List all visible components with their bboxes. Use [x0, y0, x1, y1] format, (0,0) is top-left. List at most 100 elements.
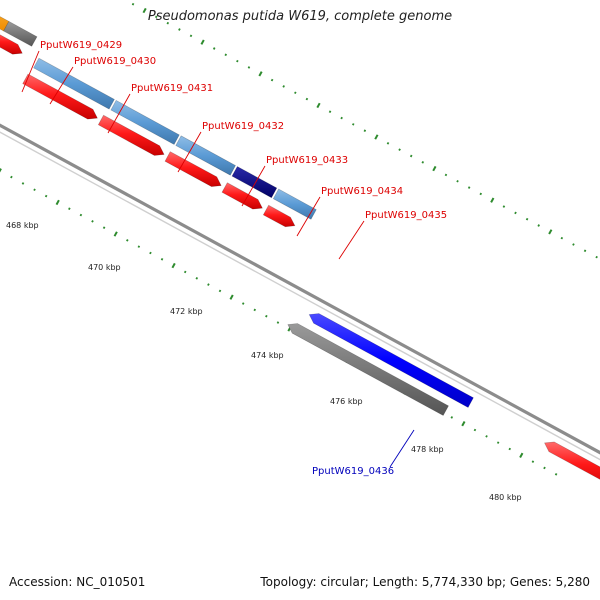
feature-red-b[interactable]	[0, 32, 23, 55]
gene-label-pputw619_0429[interactable]: PputW619_0429	[40, 40, 122, 51]
gene-labels: PputW619_0429PputW619_0430PputW619_0431P…	[21, 40, 447, 477]
gene-label-pputw619_0431[interactable]: PputW619_0431	[131, 83, 213, 94]
ruler-tick	[560, 236, 564, 240]
genome-backbone	[0, 123, 600, 461]
ruler-label: 474 kbp	[251, 351, 284, 360]
feature-steel-0433[interactable]	[175, 135, 236, 176]
gene-label-pputw619_0434[interactable]: PputW619_0434	[321, 186, 403, 197]
ruler-tick	[467, 186, 471, 189]
feature-navy-0434[interactable]	[231, 166, 278, 199]
ruler-tick	[10, 175, 13, 179]
feature-red-0431[interactable]	[22, 73, 98, 120]
ruler-tick	[432, 165, 437, 172]
ruler-tick	[276, 321, 280, 324]
ruler-tick	[91, 220, 94, 223]
ruler-tick	[543, 466, 546, 470]
accession-text: Accession: NC_010501	[9, 575, 146, 589]
ruler-tick	[131, 2, 135, 6]
ruler-tick	[409, 154, 413, 158]
ruler-tick	[479, 192, 483, 196]
ruler-tick	[149, 251, 152, 255]
ruler-tick	[514, 211, 517, 215]
feature-red-0432[interactable]	[97, 114, 165, 156]
gene-label-pputw619_0435[interactable]: PputW619_0435	[365, 210, 447, 221]
ruler-tick	[374, 134, 379, 140]
ruler-tick	[166, 21, 170, 25]
ruler-tick	[79, 213, 83, 217]
feature-red-right[interactable]	[544, 441, 600, 491]
feature-red-0433[interactable]	[164, 151, 222, 187]
gene-label-pputw619_0430[interactable]: PputW619_0430	[74, 56, 156, 67]
gene-label-pputw619_0436[interactable]: PputW619_0436	[312, 466, 394, 477]
ruler-tick	[253, 308, 257, 312]
feature-steel-0435[interactable]	[272, 188, 317, 220]
feature-red-0434[interactable]	[221, 182, 263, 210]
ruler-tick	[154, 15, 158, 19]
ruler-tick	[450, 416, 454, 419]
ruler-tick	[218, 289, 222, 293]
feature-gray-0430[interactable]	[3, 20, 38, 47]
ruler-tick	[294, 91, 297, 95]
gene-leader-line	[296, 196, 321, 237]
ruler-tick	[33, 188, 36, 192]
ruler-tick	[0, 168, 2, 173]
ruler-tick	[265, 314, 268, 318]
ruler-tick	[352, 123, 355, 126]
ruler-tick	[44, 194, 48, 198]
feature-steel-0431[interactable]	[33, 57, 115, 110]
ruler-tick	[340, 116, 343, 120]
ruler-label: 472 kbp	[170, 307, 203, 316]
gene-features	[0, 16, 600, 491]
ruler-tick	[137, 245, 141, 248]
genome-backbone-line	[0, 131, 600, 461]
feature-blue-0436[interactable]	[308, 313, 474, 408]
ruler-label: 478 kbp	[411, 445, 444, 454]
ruler-tick	[68, 207, 71, 211]
ruler-tick	[595, 255, 598, 259]
ruler-tick	[496, 441, 500, 444]
ruler-tick	[583, 249, 587, 253]
ruler-tick	[508, 447, 512, 451]
ruler-tick	[229, 294, 234, 300]
feature-steel-0432[interactable]	[110, 99, 180, 145]
ruler-tick	[171, 262, 176, 269]
ruler-label: 480 kbp	[489, 493, 522, 502]
genome-backbone-line	[0, 123, 600, 455]
ruler-tick	[236, 59, 239, 63]
ruler-tick	[126, 239, 129, 242]
ruler-tick	[282, 85, 285, 88]
feature-gray-0436[interactable]	[287, 323, 449, 416]
ruler-tick	[363, 129, 367, 133]
ruler-tick	[21, 182, 25, 185]
ruler-tick	[55, 199, 60, 206]
ruler-tick	[142, 7, 147, 14]
ruler-tick	[519, 452, 524, 458]
ruler-tick	[548, 229, 553, 235]
ruler-tick	[113, 231, 118, 237]
ruler-tick	[207, 283, 210, 286]
ruler-tick	[178, 28, 181, 31]
gene-leader-line	[177, 131, 202, 173]
ruler-tick	[316, 102, 321, 109]
feature-red-0435[interactable]	[262, 204, 296, 228]
ruler-tick	[485, 435, 488, 438]
ruler-tick	[572, 243, 575, 246]
ruler-tick	[444, 173, 448, 177]
gene-label-pputw619_0432[interactable]: PputW619_0432	[202, 121, 284, 132]
genome-summary-text: Topology: circular; Length: 5,774,330 bp…	[260, 575, 590, 589]
gene-label-pputw619_0433[interactable]: PputW619_0433	[266, 155, 348, 166]
ruler-tick	[270, 78, 274, 82]
ruler-tick	[386, 141, 390, 145]
gene-leader-line	[21, 50, 40, 93]
ruler-label: 468 kbp	[6, 221, 39, 230]
gene-leader-line	[49, 66, 74, 105]
gene-leader-line	[241, 165, 266, 207]
ruler-tick	[160, 257, 164, 261]
ruler-tick	[212, 47, 216, 50]
ruler-tick	[183, 270, 187, 274]
ruler-tick	[525, 217, 529, 221]
ruler-tick	[537, 224, 540, 227]
gene-leader-line	[107, 93, 131, 134]
